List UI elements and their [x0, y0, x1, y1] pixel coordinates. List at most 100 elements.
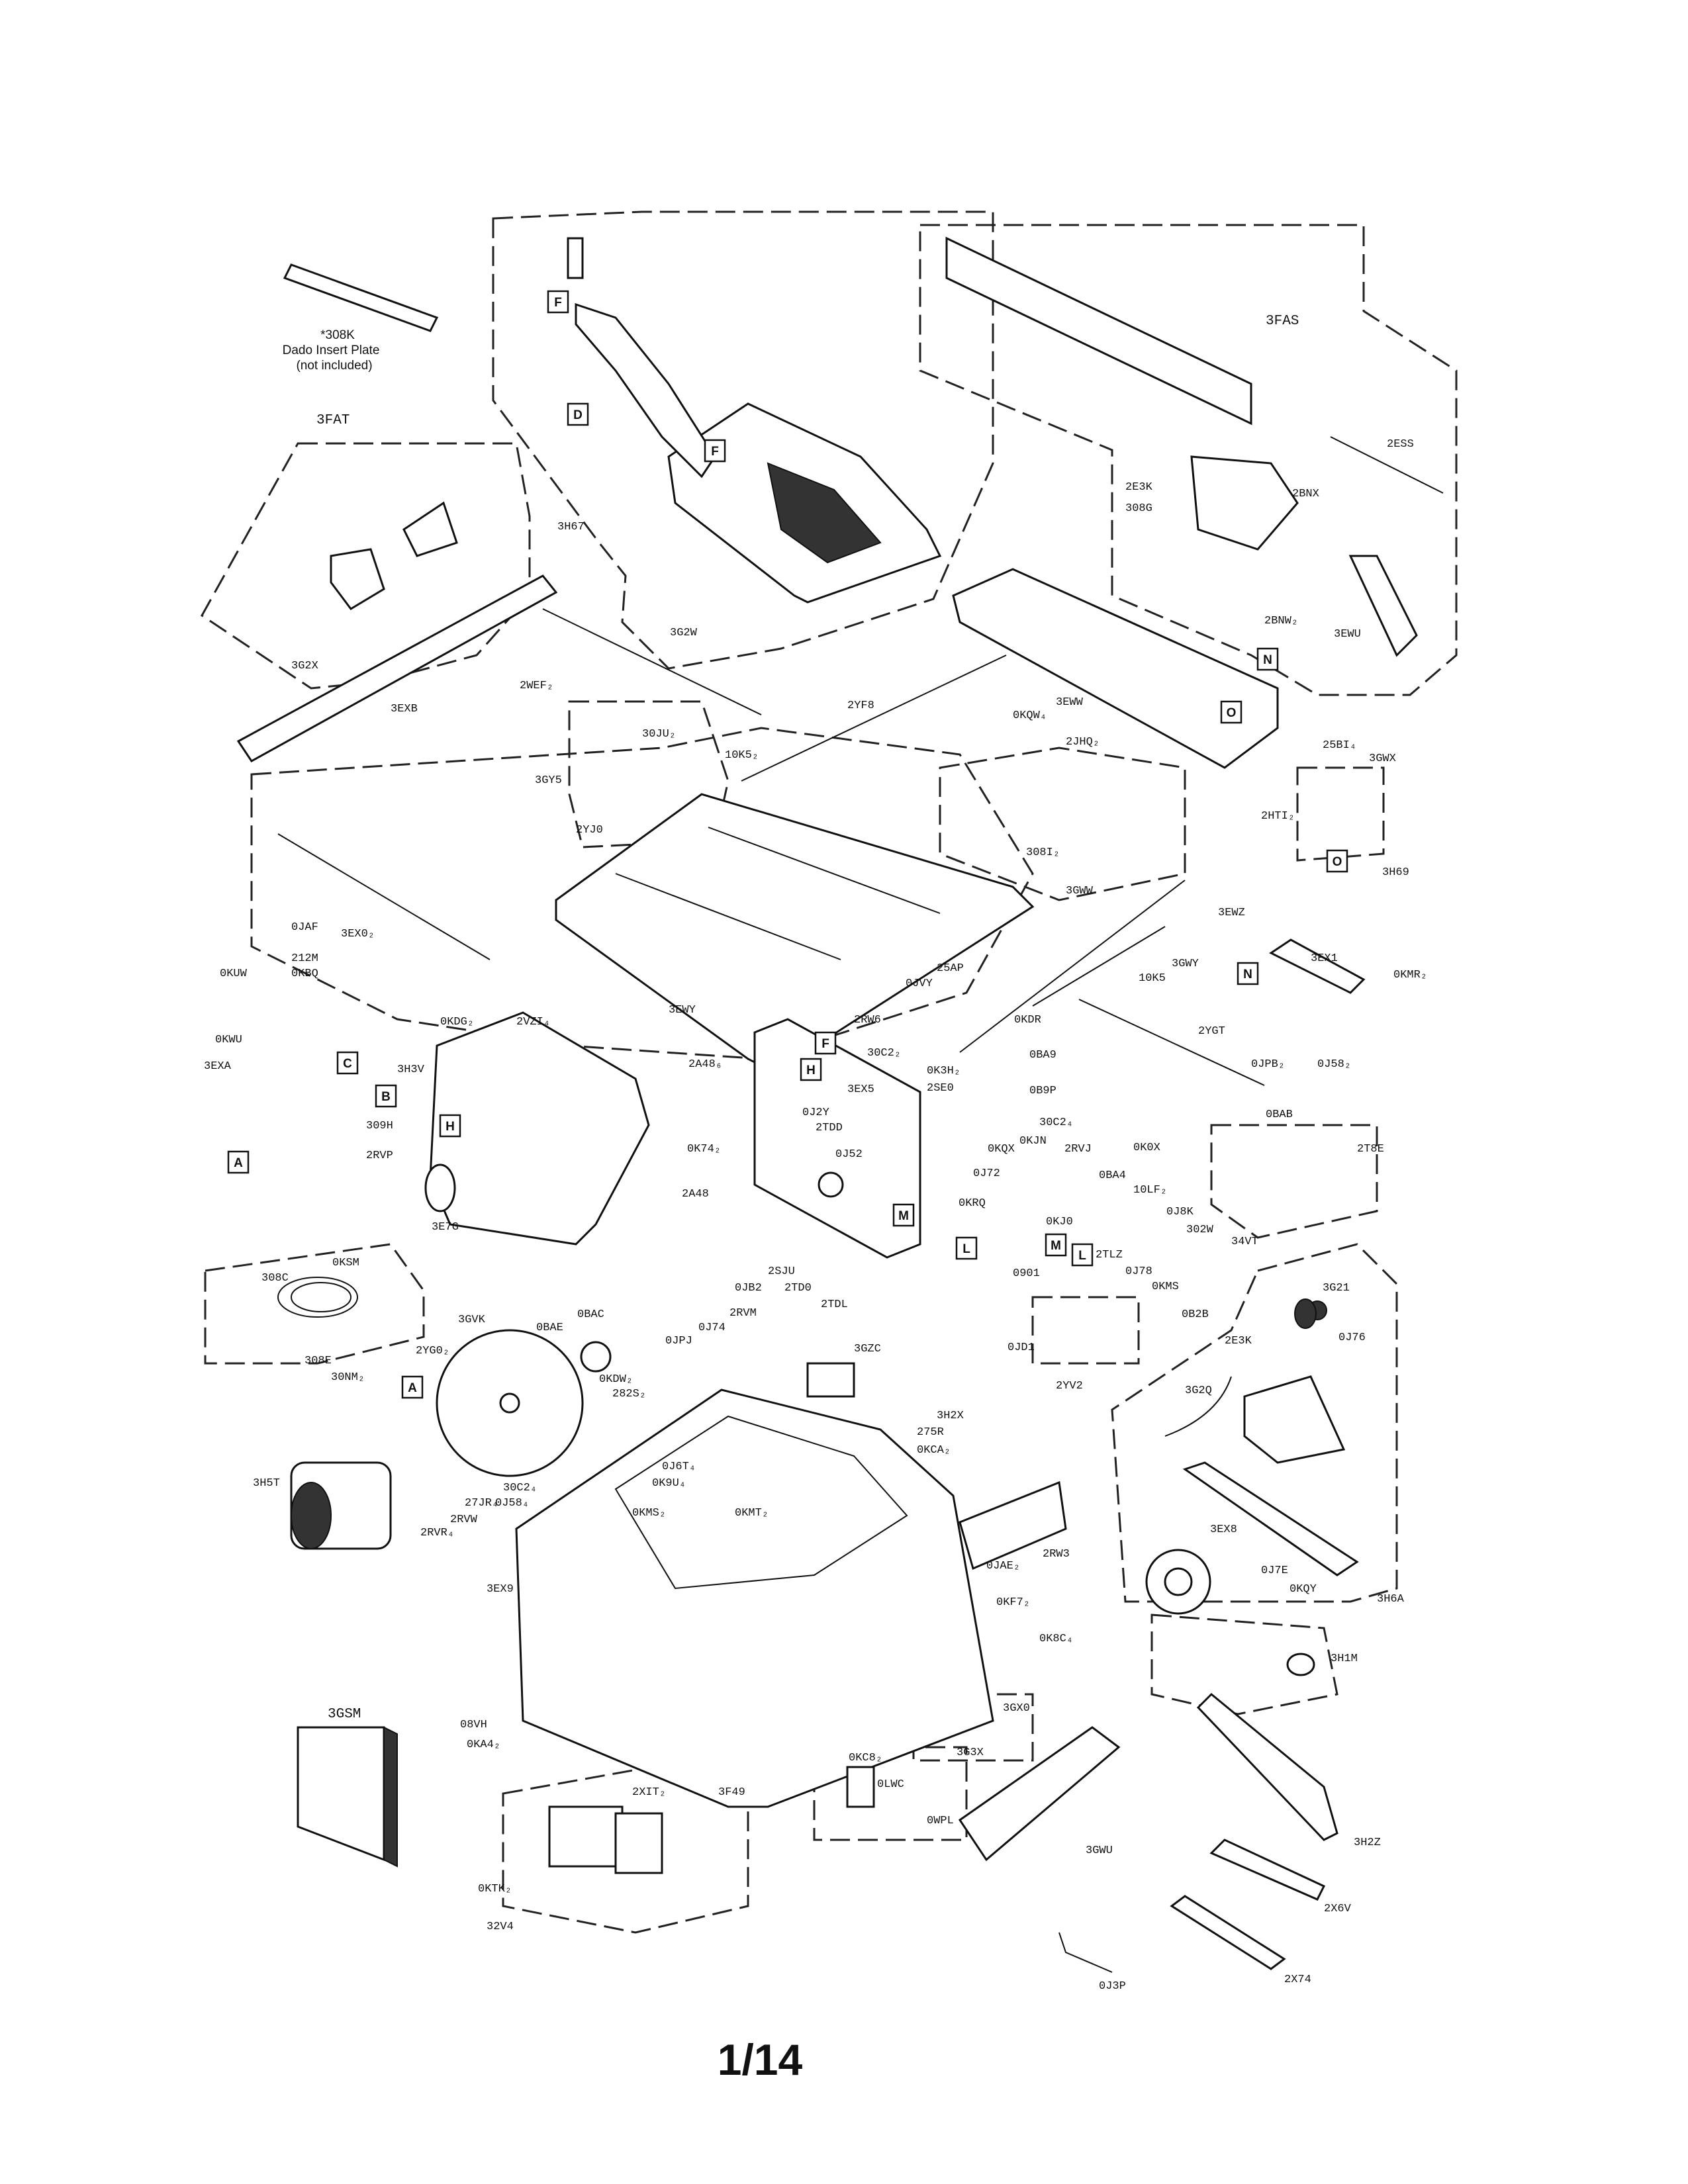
label-0KQX: 0KQX	[988, 1143, 1015, 1156]
label-3G2W: 3G2W	[670, 627, 698, 639]
label-3GVK: 3GVK	[458, 1314, 486, 1326]
label-0KMS: 0KMS	[1152, 1281, 1179, 1293]
label-3H6A: 3H6A	[1377, 1593, 1405, 1606]
dado-line1: Dado Insert Plate	[283, 343, 380, 357]
blade-flange	[580, 1341, 612, 1373]
label-0K74: 0K74₂	[687, 1143, 721, 1156]
label-0K8C: 0K8C₄	[1039, 1633, 1073, 1645]
miter-slot-2	[708, 827, 941, 914]
label-3G2X: 3G2X	[291, 660, 318, 672]
label-0KRQ: 0KRQ	[959, 1197, 986, 1210]
label-2TD0: 2TD0	[784, 1282, 812, 1295]
callout-N2: N	[1237, 962, 1259, 985]
handwheel-knob	[1286, 1653, 1315, 1676]
label-0JPJ: 0JPJ	[665, 1335, 692, 1347]
callout-F1: F	[547, 290, 569, 314]
label-308G: 308G	[1125, 502, 1152, 515]
label-10LF: 10LF₂	[1133, 1184, 1167, 1197]
label-0KBQ: 0KBQ	[291, 968, 318, 980]
rod-2ygt	[1078, 999, 1265, 1086]
label-0B9P: 0B9P	[1029, 1085, 1056, 1097]
group-label-3gsm: 3GSM	[328, 1707, 361, 1722]
label-3EX5: 3EX5	[847, 1083, 874, 1096]
miter-arc-3g2q	[1164, 1376, 1232, 1437]
outline-3gy5	[568, 700, 729, 848]
dado-part-number: *308K	[320, 328, 355, 342]
label-0JVY: 0JVY	[906, 978, 933, 990]
label-0KA4: 0KA4₂	[467, 1739, 500, 1751]
label-2RW6: 2RW6	[854, 1014, 881, 1026]
label-3G3X: 3G3X	[957, 1747, 984, 1759]
label-2BNW: 2BNW₂	[1264, 615, 1298, 627]
miter-bar	[1182, 1461, 1359, 1576]
svg-text:H: H	[806, 1064, 816, 1077]
label-0JAF: 0JAF	[291, 921, 318, 934]
label-2X6V: 2X6V	[1324, 1903, 1352, 1915]
callout-H1: H	[439, 1114, 461, 1138]
label-3H2X: 3H2X	[937, 1410, 964, 1422]
label-0WPL: 0WPL	[927, 1815, 954, 1827]
wrench-2x6v	[1209, 1839, 1326, 1901]
svg-text:N: N	[1263, 653, 1272, 667]
label-3H2Z: 3H2Z	[1354, 1837, 1381, 1849]
callout-L1: L	[955, 1236, 978, 1260]
blade-guard-left	[575, 302, 716, 478]
rip-fence-rail	[945, 236, 1252, 426]
page-number: 1/14	[718, 2035, 803, 2084]
label-2XIT: 2XIT₂	[632, 1786, 666, 1799]
label-2RVP: 2RVP	[366, 1150, 393, 1162]
label-3EXB: 3EXB	[391, 703, 418, 715]
label-0J78: 0J78	[1125, 1265, 1152, 1278]
label-30NM: 30NM₂	[331, 1371, 365, 1384]
label-2RVR: 2RVR₄	[420, 1527, 454, 1539]
label-282S: 282S₂	[612, 1388, 646, 1400]
outline-308c	[204, 1243, 425, 1365]
svg-text:F: F	[554, 296, 562, 310]
label-25AP: 25AP	[937, 962, 964, 975]
label-0KDR: 0KDR	[1014, 1014, 1041, 1026]
label-0K9U: 0K9U₄	[652, 1477, 686, 1490]
label-0J74: 0J74	[698, 1322, 726, 1334]
label-308C: 308C	[261, 1272, 289, 1285]
label-2VZI: 2VZI₄	[516, 1016, 550, 1028]
label-2TDD: 2TDD	[816, 1122, 843, 1134]
power-cord-coil	[277, 1277, 358, 1318]
miter-slot-1	[615, 873, 841, 960]
svg-text:L: L	[962, 1242, 970, 1256]
label-08VH: 08VH	[460, 1719, 487, 1731]
label-308E: 308E	[305, 1355, 332, 1367]
label-2YG0: 2YG0₂	[416, 1345, 449, 1357]
side-panel-2rw3	[959, 1480, 1067, 1570]
lock-knob-3g21	[1294, 1298, 1317, 1329]
outline-3h1m	[1150, 1614, 1338, 1715]
dado-note: *308K Dado Insert Plate (not included)	[283, 328, 380, 373]
label-0KF7: 0KF7₂	[996, 1596, 1030, 1609]
label-3F49: 3F49	[718, 1786, 745, 1799]
label-0K3H: 0K3H₂	[927, 1065, 961, 1077]
label-0KDG: 0KDG₂	[440, 1016, 474, 1028]
label-3EWW: 3EWW	[1056, 696, 1084, 709]
label-302W: 302W	[1186, 1224, 1214, 1236]
dado-line2: (not included)	[296, 359, 372, 373]
label-3H5T: 3H5T	[253, 1477, 280, 1490]
label-3EWU: 3EWU	[1334, 628, 1361, 641]
label-3GY5: 3GY5	[535, 774, 562, 787]
label-2SE0: 2SE0	[927, 1082, 954, 1095]
callout-L2: L	[1071, 1243, 1094, 1267]
part-drawings	[236, 236, 1444, 1973]
group-outlines	[201, 210, 1458, 1934]
label-309H: 309H	[366, 1120, 393, 1132]
label-3H69: 3H69	[1382, 866, 1409, 879]
outline-3fat	[201, 442, 531, 690]
label-2RVM: 2RVM	[729, 1307, 757, 1320]
label-0J8K: 0J8K	[1166, 1206, 1194, 1218]
manual-book	[297, 1726, 385, 1862]
label-0KJN: 0KJN	[1019, 1135, 1047, 1148]
saw-base	[515, 1388, 994, 1808]
callout-A1: A	[227, 1150, 250, 1174]
callout-boxes: A A B C D F F F H H L L M M N N O O	[227, 290, 1348, 1399]
label-3GWY: 3GWY	[1172, 958, 1199, 970]
label-30C2b: 30C2₄	[1039, 1116, 1073, 1129]
